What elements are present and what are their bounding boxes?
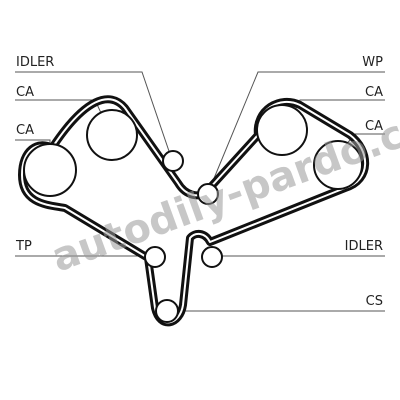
label-tp: TP bbox=[15, 239, 32, 254]
camshaft-pulley-right-upper bbox=[256, 104, 308, 156]
label-wp: WP bbox=[362, 55, 383, 70]
water-pump-pulley bbox=[197, 183, 219, 205]
camshaft-pulley-left-lower bbox=[23, 143, 77, 197]
idler-pulley-right bbox=[201, 246, 223, 268]
tensioner-pulley bbox=[144, 246, 166, 268]
label-ca-right-upper: CA bbox=[365, 85, 383, 100]
camshaft-pulley-right-lower bbox=[313, 140, 363, 190]
crankshaft-pulley bbox=[155, 299, 179, 323]
leader-idler-top bbox=[15, 71, 173, 161]
idler-pulley-top bbox=[162, 150, 184, 172]
label-ca-left-upper: CA bbox=[16, 85, 34, 100]
label-idler-right: IDLER bbox=[345, 239, 383, 254]
leader-lines bbox=[15, 71, 385, 312]
label-ca-left-lower: CA bbox=[16, 123, 34, 138]
label-ca-right-lower: CA bbox=[365, 119, 383, 134]
leader-wp bbox=[209, 71, 385, 189]
camshaft-pulley-left-upper bbox=[86, 109, 138, 161]
label-cs: CS bbox=[366, 294, 383, 309]
pulleys bbox=[23, 104, 363, 323]
label-idler-top: IDLER bbox=[16, 55, 54, 70]
labels: IDLER CA CA TP WP CA CA IDLER CS bbox=[15, 55, 383, 309]
